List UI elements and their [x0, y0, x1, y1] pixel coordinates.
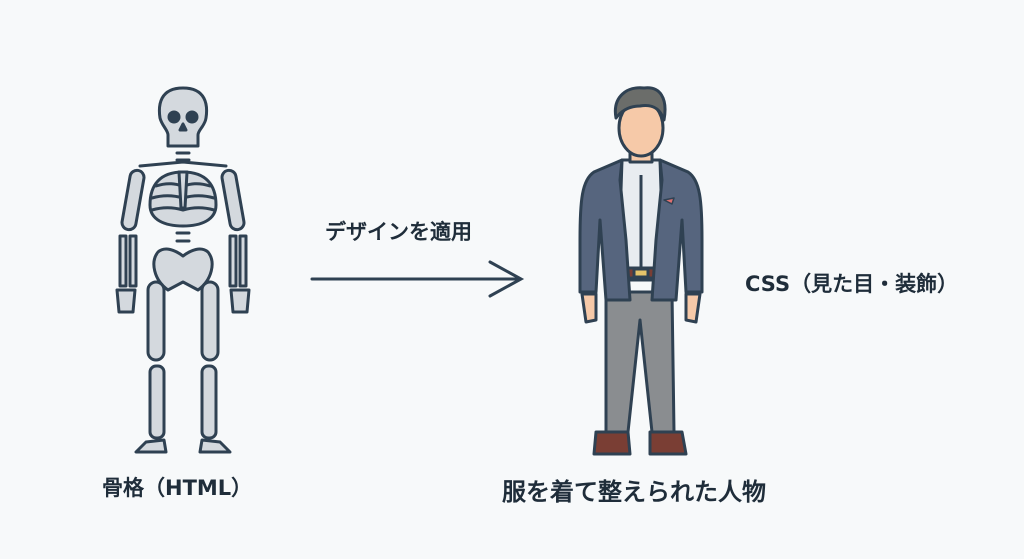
dressed-person-illustration	[578, 86, 704, 456]
arrow	[310, 260, 525, 298]
skeleton-label: 骨格（HTML）	[102, 476, 253, 500]
css-label: CSS（見た目・装飾）	[745, 272, 959, 296]
skeleton-illustration	[115, 86, 251, 454]
arrow-label: デザインを適用	[325, 220, 472, 244]
person-label: 服を着て整えられた人物	[502, 478, 766, 506]
